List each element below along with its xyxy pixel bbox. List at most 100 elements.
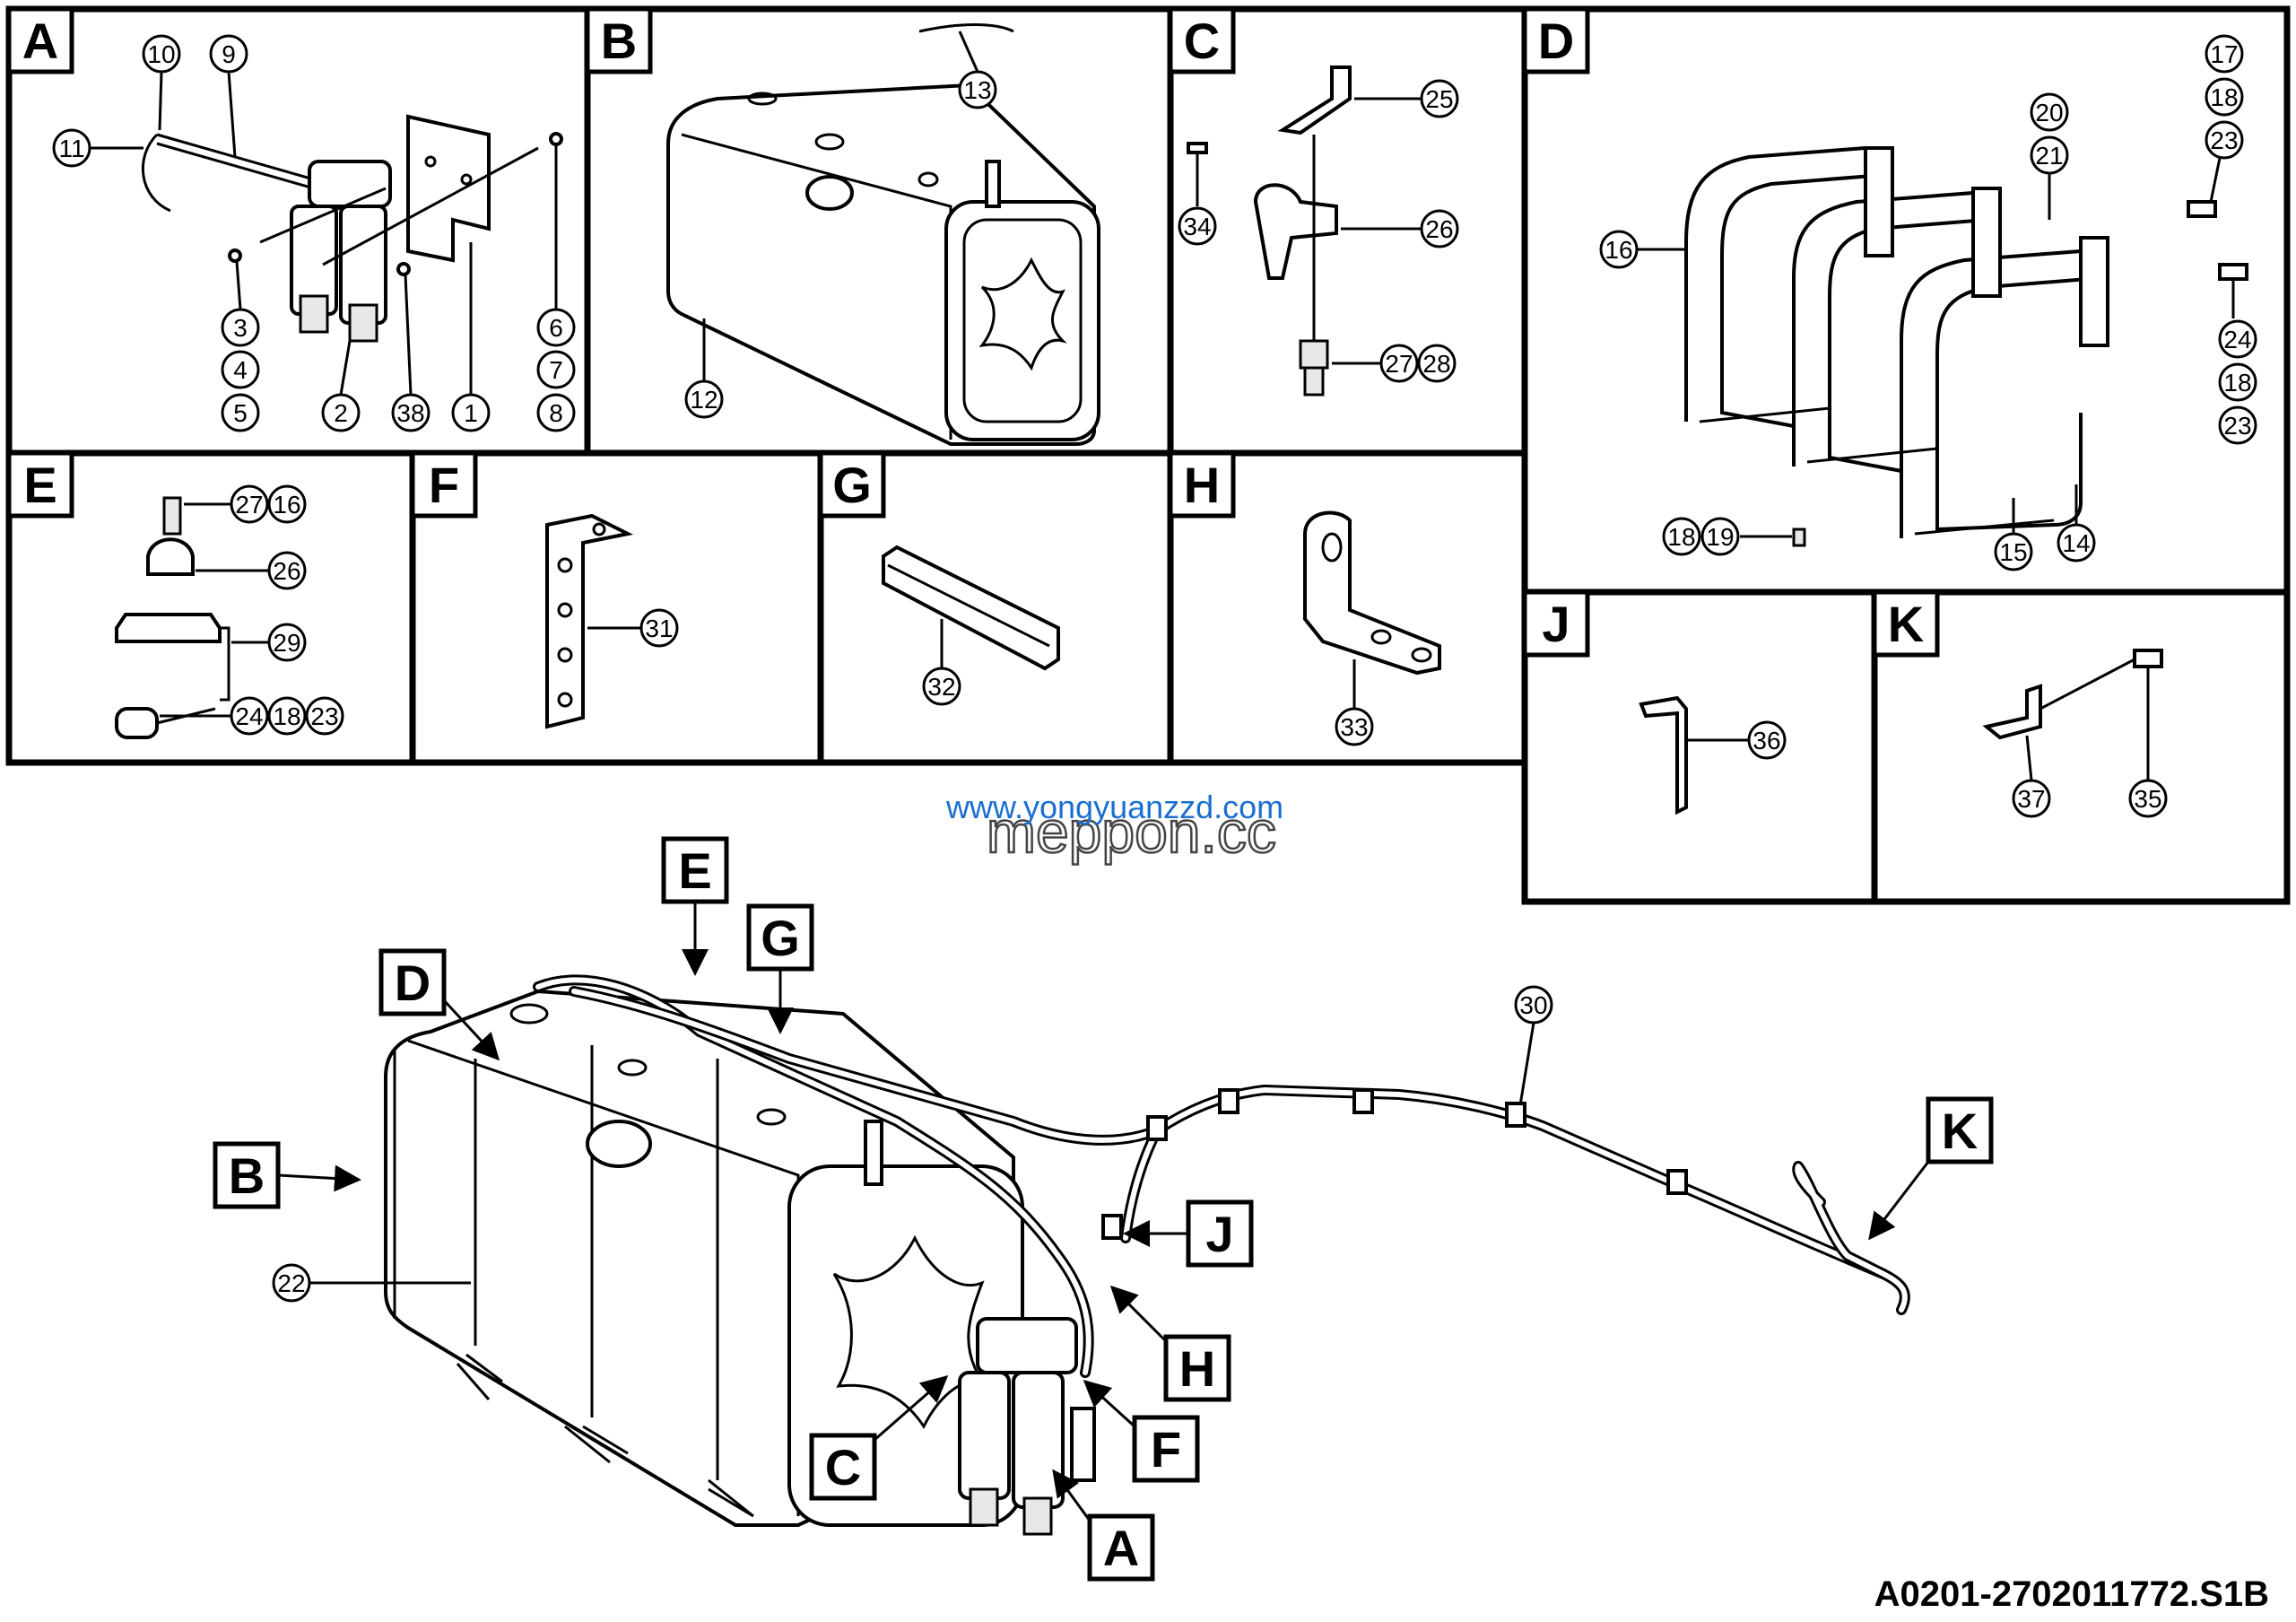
svg-text:11: 11 — [58, 135, 84, 162]
main-sender-unit — [864, 1120, 883, 1186]
callout-14: 14 — [2057, 484, 2096, 562]
callout-32: 32 — [922, 619, 961, 706]
bracket-29 — [115, 613, 222, 643]
bolt-17 — [2187, 200, 2217, 218]
main-filter-bowl-right — [1012, 1371, 1065, 1509]
callout-29: 29 — [231, 623, 307, 662]
main-tag-f: F — [1083, 1379, 1200, 1483]
bracket-36 — [1639, 695, 1688, 815]
svg-text:B: B — [229, 1147, 265, 1204]
panel-d-tag: D — [1538, 13, 1574, 69]
main-tag-b: B — [213, 1141, 361, 1209]
tank-end-panel — [944, 200, 1100, 441]
svg-text:A: A — [1103, 1520, 1139, 1576]
svg-text:28: 28 — [1422, 350, 1450, 378]
svg-text:13: 13 — [963, 76, 991, 104]
callout-37: 37 — [2012, 735, 2051, 818]
svg-text:23: 23 — [310, 702, 338, 730]
callout-18: 18 — [2205, 77, 2244, 117]
svg-text:10: 10 — [147, 40, 175, 68]
svg-text:8: 8 — [549, 399, 563, 427]
panel-b-tag: B — [601, 13, 637, 69]
svg-text:26: 26 — [273, 557, 300, 585]
watermark-grey: meppon.cc — [987, 798, 1276, 865]
svg-text:K: K — [1942, 1103, 1978, 1159]
panel-g-tag: G — [832, 457, 872, 513]
panel-h-tag: H — [1184, 457, 1220, 513]
svg-text:E: E — [678, 842, 711, 899]
callout-5: 5 — [221, 393, 260, 432]
filter-head — [308, 160, 392, 208]
strap-block-1 — [1864, 146, 1894, 257]
svg-text:17: 17 — [2210, 40, 2238, 68]
callout-20: 20 — [2030, 92, 2069, 132]
main-tag-k: K — [1868, 1096, 1994, 1241]
main-assembly: E G D B K J H — [213, 836, 1994, 1582]
main-filter-bracket — [1070, 1407, 1096, 1482]
panel-j: J 36 — [1521, 589, 1878, 905]
svg-text:16: 16 — [273, 491, 300, 519]
hook-clip — [142, 133, 171, 213]
panel-b: B 13 12 — [584, 5, 1174, 457]
callout-16: 16 — [1599, 230, 1684, 269]
nut-27 — [1299, 339, 1329, 370]
callout-4: 4 — [221, 350, 260, 389]
main-filter-bowl-left — [958, 1371, 1011, 1500]
svg-text:38: 38 — [396, 399, 424, 427]
callout-3: 3 — [221, 261, 260, 347]
svg-text:34: 34 — [1183, 213, 1211, 240]
callout-15: 15 — [1994, 498, 2033, 571]
screw-6 — [549, 132, 563, 146]
bracket-37 — [1982, 684, 2042, 740]
callout-36: 36 — [1688, 720, 1787, 760]
filter-bracket-plate — [406, 114, 491, 263]
svg-text:4: 4 — [233, 356, 248, 384]
callout-22: 22 — [272, 1263, 471, 1303]
svg-text:9: 9 — [222, 40, 236, 68]
screw-3 — [228, 249, 242, 263]
panel-e-tag: E — [23, 457, 57, 513]
svg-text:6: 6 — [549, 314, 563, 342]
bolt-24-e — [115, 707, 159, 739]
svg-text:18: 18 — [2223, 369, 2251, 397]
svg-text:H: H — [1179, 1340, 1215, 1397]
callout-26: 26 — [1341, 209, 1459, 249]
main-filter-head — [976, 1317, 1078, 1374]
bracket-31 — [545, 513, 634, 729]
callout-9: 9 — [209, 34, 248, 158]
callout-23: 23 — [2205, 120, 2244, 203]
svg-text:18: 18 — [1667, 523, 1695, 551]
callout-10: 10 — [142, 34, 181, 131]
strap-1 — [1684, 145, 1887, 428]
callout-17: 17 — [2205, 34, 2244, 74]
panel-h: H 33 — [1167, 449, 1528, 766]
svg-text:16: 16 — [1605, 236, 1632, 264]
svg-text:14: 14 — [2062, 529, 2090, 557]
callout-2: 2 — [321, 340, 361, 432]
callout-18-b: 18 — [2218, 362, 2257, 402]
svg-text:37: 37 — [2017, 785, 2045, 813]
callout-30: 30 — [1514, 985, 1553, 1106]
svg-text:33: 33 — [1340, 713, 1368, 741]
svg-text:23: 23 — [2223, 412, 2251, 440]
panel-g: G 32 — [817, 449, 1174, 766]
svg-text:26: 26 — [1425, 215, 1453, 243]
main-tag-j: J — [1123, 1199, 1254, 1268]
callout-13: 13 — [958, 31, 997, 109]
svg-text:29: 29 — [273, 629, 300, 657]
bracket-25 — [1277, 65, 1352, 135]
svg-text:C: C — [825, 1439, 861, 1496]
main-tag-a: A — [1052, 1469, 1155, 1582]
sender-unit — [985, 160, 1001, 208]
svg-text:5: 5 — [233, 399, 248, 427]
main-tag-c: C — [809, 1375, 949, 1501]
svg-text:21: 21 — [2035, 142, 2063, 170]
callout-24: 24 — [2218, 280, 2257, 359]
svg-text:22: 22 — [277, 1269, 305, 1297]
panel-k: K 37 35 — [1871, 589, 2291, 905]
